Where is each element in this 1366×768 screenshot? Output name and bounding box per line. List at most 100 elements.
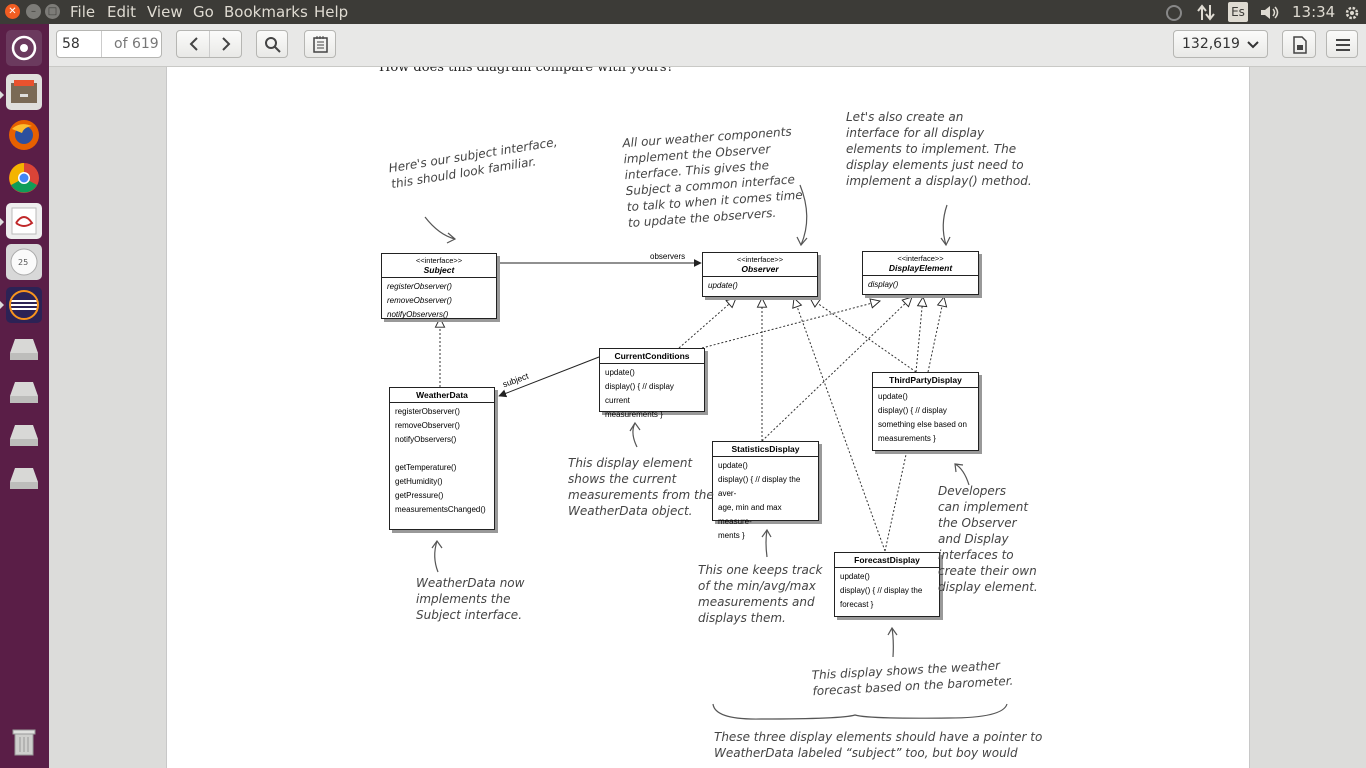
note-line: display element. bbox=[938, 580, 1038, 594]
method: removeObserver() bbox=[395, 421, 460, 430]
svg-text:25: 25 bbox=[18, 258, 28, 267]
maximize-window-button[interactable]: □ bbox=[45, 4, 60, 19]
method: measurements } bbox=[878, 434, 936, 443]
method: ments } bbox=[718, 531, 745, 540]
note-line: measurements from the bbox=[568, 488, 714, 502]
chrome-icon[interactable] bbox=[6, 160, 42, 196]
next-page-icon[interactable] bbox=[219, 36, 233, 56]
menu-button[interactable] bbox=[1326, 30, 1358, 58]
note-line: Let's also create an bbox=[846, 110, 964, 124]
document-page: How does this diagram compare with yours… bbox=[166, 67, 1250, 768]
stereotype-label: <<interface>> bbox=[736, 255, 784, 264]
method-spacer bbox=[395, 447, 489, 461]
zoom-select[interactable]: 132,619 bbox=[1173, 30, 1268, 58]
weatherdata-note: WeatherData now implements the Subject i… bbox=[416, 575, 524, 623]
weatherdata-class-box: WeatherData registerObserver() removeObs… bbox=[389, 387, 495, 530]
running-indicator-icon bbox=[0, 91, 4, 99]
menu-file[interactable]: File bbox=[70, 3, 96, 21]
nav-divider bbox=[209, 31, 210, 57]
method: forecast } bbox=[840, 600, 874, 609]
document-properties-button[interactable] bbox=[1282, 30, 1316, 58]
display-interface-note: Let's also create an interface for all d… bbox=[846, 109, 1032, 189]
note-line: Developers bbox=[938, 484, 1006, 498]
annotations-button[interactable] bbox=[304, 30, 336, 58]
statistics-note: This one keeps track of the min/avg/max … bbox=[698, 562, 822, 626]
method: getPressure() bbox=[395, 491, 444, 500]
method: getTemperature() bbox=[395, 463, 457, 472]
note-line: displays them. bbox=[698, 611, 786, 625]
trash-icon[interactable] bbox=[6, 724, 42, 760]
method: update() bbox=[605, 368, 635, 377]
method: display() { // display the bbox=[840, 586, 923, 595]
note-line: These three display elements should have… bbox=[714, 730, 1043, 744]
network-transfer-icon[interactable] bbox=[1197, 2, 1215, 22]
settings-gear-icon[interactable] bbox=[1343, 2, 1361, 22]
method: measurements } bbox=[605, 410, 663, 419]
observer-note: All our weather components implement the… bbox=[622, 123, 804, 231]
note-line: display elements just need to bbox=[846, 158, 1024, 172]
note-line: This display element bbox=[568, 456, 693, 470]
menu-edit[interactable]: Edit bbox=[107, 3, 137, 21]
launcher-sidebar: 25 bbox=[0, 24, 49, 768]
class-name: WeatherData bbox=[416, 390, 468, 400]
menu-go[interactable]: Go bbox=[193, 3, 214, 21]
class-name: ForecastDisplay bbox=[854, 555, 920, 565]
previous-page-icon[interactable] bbox=[187, 36, 201, 56]
page-number-value: 58 bbox=[62, 36, 80, 52]
drive-icon[interactable] bbox=[6, 331, 42, 367]
clock[interactable]: 13:34 bbox=[1292, 3, 1336, 21]
note-line: the Observer bbox=[938, 516, 1017, 530]
class-name: ThirdPartyDisplay bbox=[889, 375, 962, 385]
note-line: WeatherData object. bbox=[568, 504, 693, 518]
menu-view[interactable]: View bbox=[147, 3, 183, 21]
dash-home-icon[interactable] bbox=[6, 30, 42, 66]
drive-icon[interactable] bbox=[6, 417, 42, 453]
files-icon[interactable] bbox=[6, 74, 42, 110]
method: age, min and max measure- bbox=[718, 503, 782, 526]
note-line: interfaces to bbox=[938, 548, 1014, 562]
note-line: elements to implement. The bbox=[846, 142, 1017, 156]
document-icon bbox=[1292, 36, 1308, 58]
note-line: shows the current bbox=[568, 472, 677, 486]
note-line: This one keeps track bbox=[698, 563, 823, 577]
chevron-down-icon bbox=[1246, 37, 1260, 56]
subject-interface-box: <<interface>>Subject registerObserver() … bbox=[381, 253, 497, 319]
intro-text: How does this diagram compare with yours… bbox=[379, 67, 674, 75]
page-number-field[interactable]: 58 of 619 bbox=[56, 30, 162, 58]
menu-help[interactable]: Help bbox=[314, 3, 349, 21]
firefox-icon[interactable] bbox=[6, 117, 42, 153]
note-line: WeatherData labeled “subject” too, but b… bbox=[714, 746, 1018, 760]
top-menu-bar: ✕ – □ File Edit View Go Bookmarks Help E… bbox=[0, 0, 1366, 24]
class-name: Observer bbox=[741, 264, 779, 274]
method: measurementsChanged() bbox=[395, 505, 486, 514]
observers-label: observers bbox=[650, 252, 686, 261]
method: registerObserver() bbox=[395, 407, 460, 416]
drive-icon[interactable] bbox=[6, 374, 42, 410]
eclipse-icon[interactable] bbox=[6, 287, 42, 323]
running-indicator-icon bbox=[0, 218, 4, 226]
method: something else based on bbox=[878, 420, 967, 429]
drive-icon[interactable] bbox=[6, 460, 42, 496]
menu-bookmarks[interactable]: Bookmarks bbox=[224, 3, 308, 21]
method: update() bbox=[878, 392, 908, 401]
method: display() { // display the aver- bbox=[718, 475, 801, 498]
search-button[interactable] bbox=[256, 30, 288, 58]
note-line: implements the bbox=[416, 592, 511, 606]
note-line: WeatherData now bbox=[416, 576, 525, 590]
note-line: can implement bbox=[938, 500, 1029, 514]
hamburger-menu-icon bbox=[1335, 37, 1351, 57]
note-line: of the min/avg/max bbox=[698, 579, 816, 593]
status-circle-icon[interactable] bbox=[1165, 2, 1183, 22]
forecastdisplay-class-box: ForecastDisplay update() display() { // … bbox=[834, 552, 940, 617]
system-monitor-icon[interactable]: 25 bbox=[6, 244, 42, 280]
class-name: Subject bbox=[423, 265, 455, 275]
method: display() bbox=[868, 280, 899, 289]
volume-icon[interactable] bbox=[1259, 2, 1281, 22]
close-window-button[interactable]: ✕ bbox=[5, 4, 20, 19]
keyboard-layout-indicator[interactable]: Es bbox=[1228, 2, 1248, 22]
note-line: create their own bbox=[938, 564, 1037, 578]
class-name: StatisticsDisplay bbox=[731, 444, 800, 454]
minimize-window-button[interactable]: – bbox=[26, 4, 41, 19]
document-viewer-icon[interactable] bbox=[6, 203, 42, 239]
method: display() { // display current bbox=[605, 382, 674, 405]
